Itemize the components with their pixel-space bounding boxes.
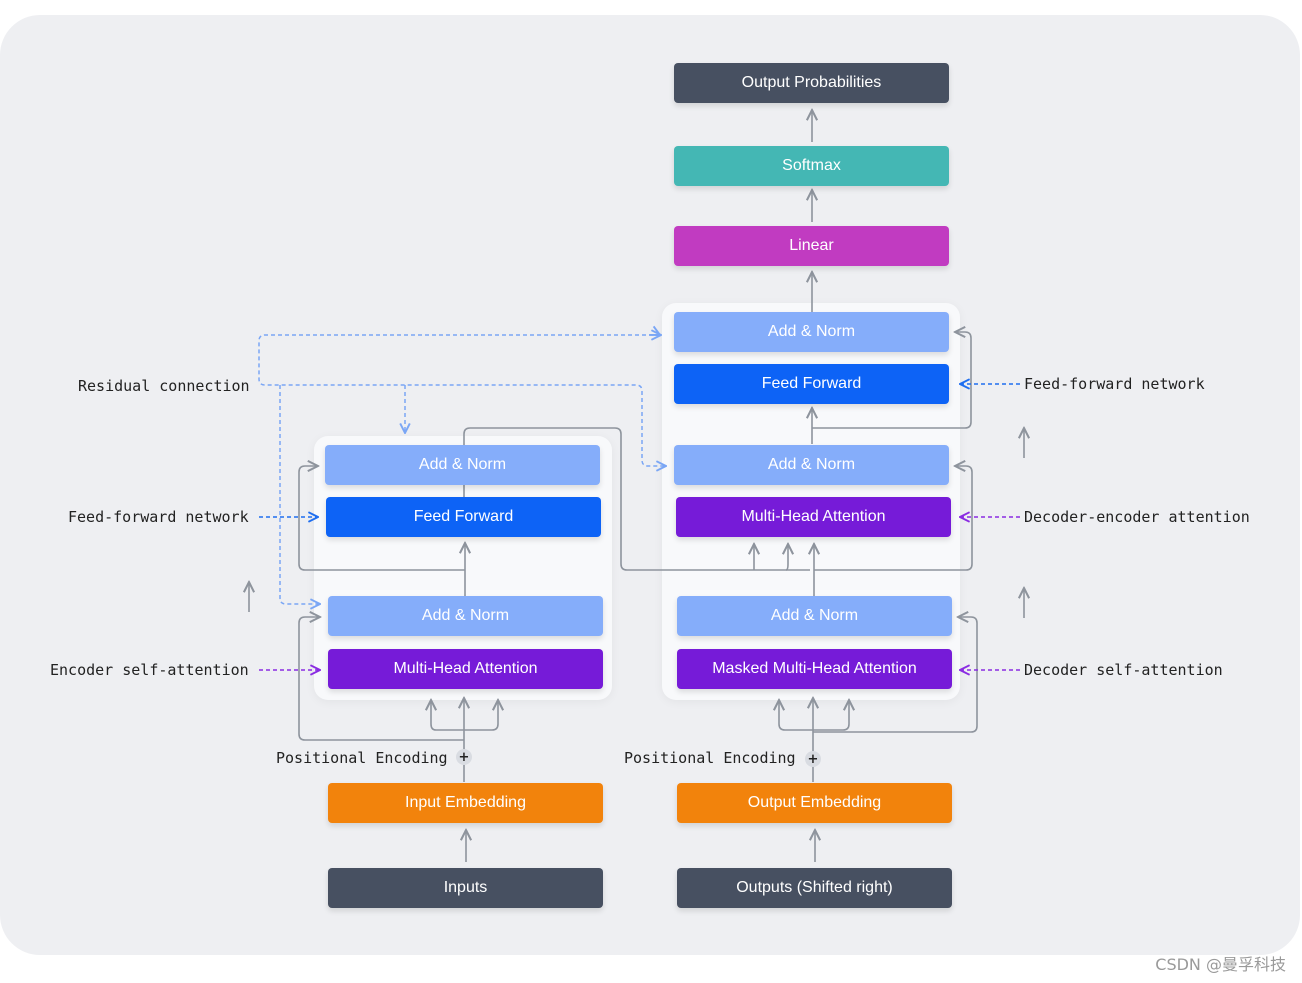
decoder-add-norm-top: Add & Norm (674, 312, 949, 352)
encoder-v-arrow (786, 544, 788, 571)
output-embedding-box: Output Embedding (677, 783, 952, 823)
encoder-qkv-left (431, 700, 464, 731)
softmax-box: Softmax (674, 146, 949, 186)
encoder-to-decoder-line (463, 427, 810, 571)
decoder-qkv-right (813, 700, 849, 731)
decoder-encoder-attention-label: Decoder-encoder attention (1024, 508, 1250, 526)
encoder-self-attention-label: Encoder self-attention (50, 661, 249, 679)
decoder-self-attention-label: Decoder self-attention (1024, 661, 1223, 679)
decoder-ffn-label: Feed-forward network (1024, 375, 1205, 393)
decoder-residual-3 (812, 332, 972, 429)
decoder-add-norm-mid: Add & Norm (674, 445, 949, 485)
encoder-ffn-label: Feed-forward network (68, 508, 249, 526)
inputs-box: Inputs (328, 868, 603, 908)
output-probabilities-box: Output Probabilities (674, 63, 949, 103)
encoder-residual-2 (298, 466, 465, 571)
decoder-qkv-left (779, 700, 813, 731)
outputs-box: Outputs (Shifted right) (677, 868, 952, 908)
encoder-add-norm-bottom: Add & Norm (328, 596, 603, 636)
residual-dashed-decoder (258, 334, 666, 466)
decoder-residual-1 (813, 617, 978, 733)
decoder-cross-attention-box: Multi-Head Attention (676, 497, 951, 537)
decoder-positional-encoding-label: Positional Encoding (624, 749, 796, 767)
diagram-background (0, 15, 1300, 955)
decoder-residual-2 (814, 466, 973, 571)
encoder-attention-box: Multi-Head Attention (328, 649, 603, 689)
residual-dashed-encoder-bottom (279, 385, 320, 604)
input-embedding-box: Input Embedding (328, 783, 603, 823)
watermark: CSDN @曼孚科技 (1155, 955, 1286, 974)
decoder-feed-forward-box: Feed Forward (674, 364, 949, 404)
encoder-feed-forward-box: Feed Forward (326, 497, 601, 537)
encoder-add-norm-top: Add & Norm (325, 445, 600, 485)
encoder-qkv-right (464, 700, 498, 731)
linear-box: Linear (674, 226, 949, 266)
encoder-plus-icon: + (456, 749, 472, 765)
encoder-positional-encoding-label: Positional Encoding (276, 749, 448, 767)
decoder-add-norm-bottom: Add & Norm (677, 596, 952, 636)
encoder-residual-1 (298, 617, 464, 741)
residual-connection-label: Residual connection (78, 377, 250, 395)
decoder-masked-attention-box: Masked Multi-Head Attention (677, 649, 952, 689)
decoder-plus-icon: + (805, 751, 821, 767)
